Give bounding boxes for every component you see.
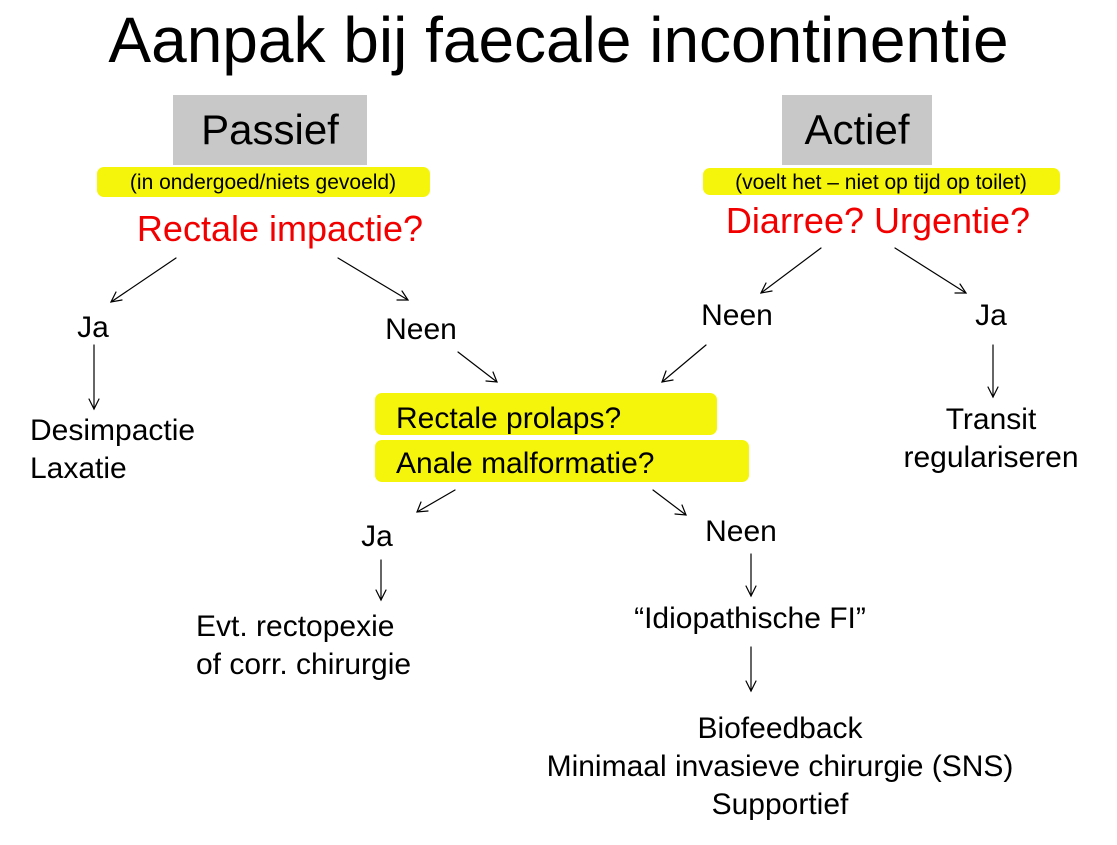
arrow-neen-to-prolaps	[457, 351, 498, 383]
treatment-item: Minimaal invasieve chirurgie (SNS)	[546, 750, 1014, 783]
passive-header: Passief	[173, 95, 367, 165]
arrow-neen-to-idiopathic	[745, 553, 757, 598]
active-yes-action: Transit regulariseren	[876, 401, 1106, 477]
merge-yes-action: Evt. rectopexie of corr. chirurgie	[196, 608, 411, 684]
merge-question-line-1: Rectale prolaps?	[396, 402, 622, 435]
arrow-ja-to-transit	[987, 344, 999, 399]
active-note: (voelt het – niet op tijd op toilet)	[735, 171, 1027, 194]
passive-yes-action-line-1: Desimpactie	[30, 414, 196, 447]
passive-yes-label: Ja	[77, 311, 109, 344]
merge-question: Rectale prolaps? Anale malformatie?	[396, 396, 654, 486]
arrow-prolaps-to-ja	[416, 489, 456, 513]
note-highlight-passive	[97, 167, 430, 197]
arrow-neen-to-prolaps-right	[661, 344, 707, 383]
note-highlight-active	[703, 168, 1060, 195]
question-highlight-line-2	[375, 440, 749, 482]
merge-yes-label: Ja	[361, 520, 393, 553]
idiopathic-fi-node: “Idiopathische FI”	[634, 602, 866, 635]
arrow-ja-to-rectopexie	[375, 559, 387, 602]
passive-yes-action-line-2: Laxatie	[30, 452, 127, 485]
passive-question: Rectale impactie?	[136, 208, 424, 249]
arrow-prolaps-to-neen	[652, 489, 687, 516]
treatment-item: Biofeedback	[697, 712, 863, 745]
arrow-ja-to-desimpactie	[88, 344, 100, 411]
merge-yes-action-line-1: Evt. rectopexie	[196, 610, 395, 643]
active-no-label: Neen	[701, 299, 773, 332]
merge-no-label: Neen	[705, 515, 777, 548]
passive-no-label: Neen	[385, 313, 457, 346]
passive-yes-action: Desimpactie Laxatie	[30, 412, 195, 488]
treatment-item: Supportief	[711, 788, 849, 821]
active-yes-action-line-1: Transit	[945, 403, 1037, 436]
arrow-impactie-to-ja	[109, 257, 177, 303]
active-yes-action-line-2: regulariseren	[903, 441, 1079, 474]
passive-note: (in ondergoed/niets gevoeld)	[129, 171, 397, 194]
merge-question-line-2: Anale malformatie?	[396, 447, 655, 480]
arrow-impactie-to-neen	[337, 257, 410, 301]
question-highlight-line-1	[375, 393, 717, 435]
active-header: Actief	[782, 95, 932, 165]
page-title: Aanpak bij faecale incontinentie	[108, 4, 1009, 76]
merge-yes-action-line-2: of corr. chirurgie	[196, 648, 412, 681]
arrow-diarree-to-ja	[894, 247, 968, 294]
active-question: Diarree? Urgentie?	[725, 200, 1031, 241]
arrow-diarree-to-neen	[759, 247, 822, 294]
arrow-idiopathic-to-treatments	[745, 646, 757, 693]
treatments-list: Biofeedback Minimaal invasieve chirurgie…	[460, 710, 1100, 824]
active-yes-label: Ja	[975, 299, 1007, 332]
